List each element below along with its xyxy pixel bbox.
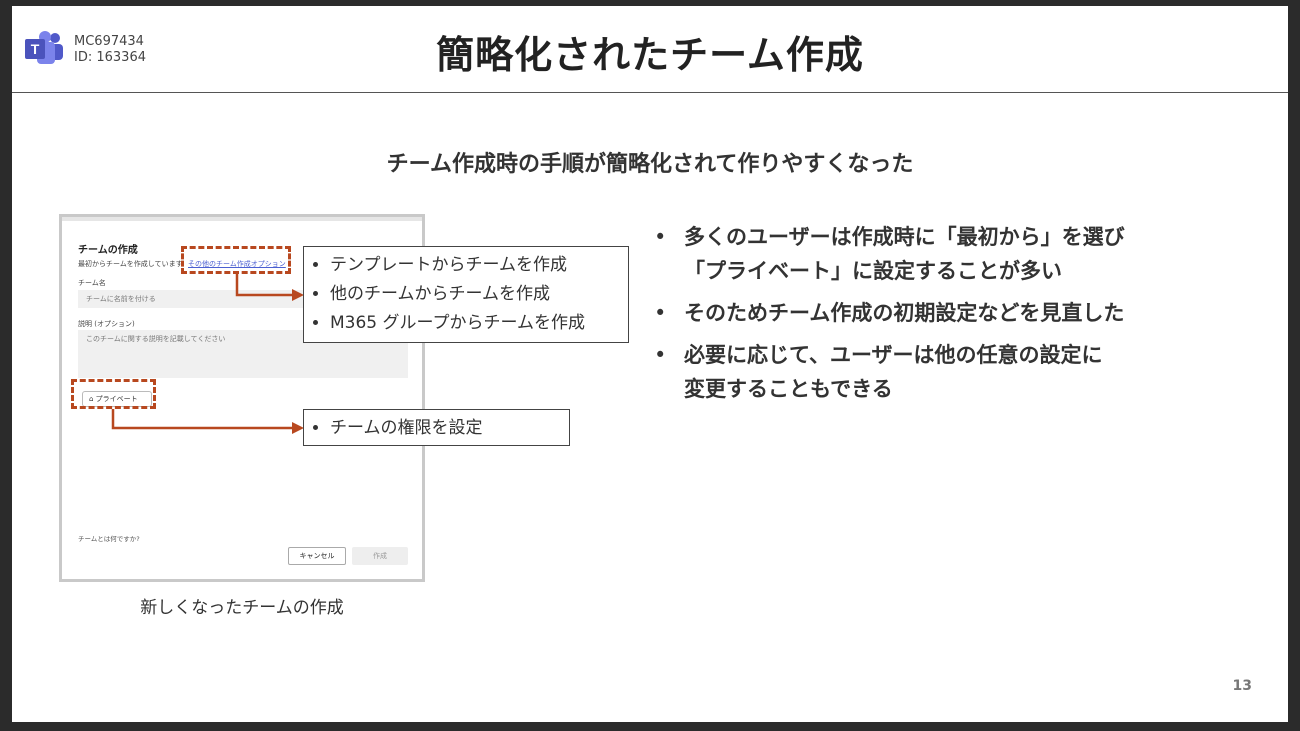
options-highlight-box — [181, 246, 291, 274]
mc-id: ID: 163364 — [74, 50, 146, 65]
bullet-line: 「プライベート」に設定することが多い — [684, 259, 1062, 283]
bullet-line: そのためチーム作成の初期設定などを見直した — [684, 301, 1125, 325]
slide-subtitle: チーム作成時の手順が簡略化されて作りやすくなった — [386, 152, 914, 177]
callout-item: 他のチームからチームを作成 — [330, 280, 620, 309]
teams-logo-icon: T — [25, 31, 63, 64]
privacy-label: プライベート — [95, 395, 138, 403]
other-options-link[interactable]: その他のチーム作成オプション — [188, 260, 286, 268]
options-callout: テンプレートからチームを作成 他のチームからチームを作成 M365 グループから… — [303, 246, 629, 343]
create-button[interactable]: 作成 — [352, 547, 408, 565]
slide-title: 簡略化されたチーム作成 — [436, 33, 864, 77]
team-name-label: チーム名 — [78, 279, 106, 287]
bullet-item: 必要に応じて、ユーザーは他の任意の設定に 変更することもできる — [654, 338, 1212, 406]
cancel-button[interactable]: キャンセル — [288, 547, 346, 565]
callout-item: チームの権限を設定 — [330, 414, 561, 443]
faq-link[interactable]: チームとは何ですか? — [78, 535, 140, 543]
dialog-title: チームの作成 — [78, 245, 138, 256]
callout-item: テンプレートからチームを作成 — [330, 251, 620, 280]
dialog-description: 最初からチームを作成しています — [78, 260, 183, 268]
description-label: 説明 (オプション) — [78, 320, 135, 328]
bullet-line: 変更することもできる — [684, 377, 893, 401]
page-number: 13 — [1232, 678, 1252, 694]
bullet-item: 多くのユーザーは作成時に「最初から」を選び 「プライベート」に設定することが多い — [654, 220, 1212, 288]
mc-code: MC697434 — [74, 34, 144, 49]
bullet-item: そのためチーム作成の初期設定などを見直した — [654, 296, 1212, 330]
bullet-line: 多くのユーザーは作成時に「最初から」を選び — [684, 225, 1125, 249]
svg-text:T: T — [31, 41, 40, 57]
bullet-line: 必要に応じて、ユーザーは他の任意の設定に — [684, 343, 1103, 367]
slide: T MC697434 ID: 163364 簡略化されたチーム作成 チーム作成時… — [12, 6, 1288, 722]
bullet-list: 多くのユーザーは作成時に「最初から」を選び 「プライベート」に設定することが多い… — [652, 220, 1212, 414]
mc-id-block: MC697434 ID: 163364 — [74, 34, 146, 66]
screenshot-caption: 新しくなったチームの作成 — [140, 598, 344, 618]
privacy-callout: チームの権限を設定 — [303, 409, 570, 446]
callout-item: M365 グループからチームを作成 — [330, 309, 620, 338]
dialog-topline — [62, 217, 422, 221]
privacy-highlight-box — [71, 379, 156, 409]
lock-icon: ⌂ — [89, 395, 96, 403]
slide-header: T MC697434 ID: 163364 簡略化されたチーム作成 — [12, 6, 1288, 93]
